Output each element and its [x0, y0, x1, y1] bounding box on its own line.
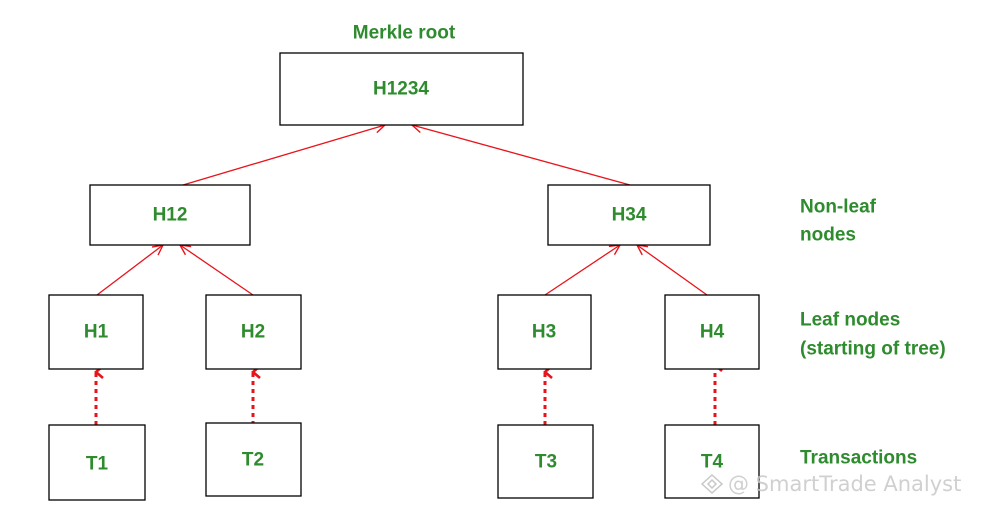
node-h2-label: H2: [241, 322, 265, 343]
node-h12: H12: [89, 184, 251, 246]
node-h3-label: H3: [532, 322, 556, 343]
node-t1-label: T1: [86, 454, 109, 475]
edge-h12-to-root: [182, 125, 385, 186]
node-root: H1234: [279, 52, 524, 126]
node-h4-label: H4: [700, 322, 725, 343]
node-t3-label: T3: [535, 452, 557, 473]
node-h34-label: H34: [612, 205, 647, 226]
node-t1: T1: [48, 424, 146, 501]
node-t4: T4: [664, 424, 760, 499]
edge-h2-to-h12: [180, 245, 254, 296]
node-t2-label: T2: [242, 450, 264, 471]
watermark-text: @ SmartTrade Analyst: [728, 472, 961, 496]
transaction-edges: [94, 358, 723, 425]
node-h1: H1: [48, 294, 144, 370]
node-t3: T3: [497, 424, 594, 499]
share-icon: [700, 473, 724, 495]
node-h12-label: H12: [153, 205, 188, 226]
node-h1-label: H1: [84, 322, 109, 343]
edge-h34-to-root: [412, 125, 631, 186]
node-t2: T2: [205, 422, 302, 497]
node-h34: H34: [547, 184, 711, 246]
hash-edges: [96, 125, 708, 296]
node-h2: H2: [205, 294, 302, 370]
edge-h4-to-h34: [637, 245, 708, 296]
edge-h1-to-h12: [96, 245, 163, 296]
node-t4-label: T4: [701, 452, 724, 473]
legend-non-leaf-line2: nodes: [800, 225, 856, 246]
legend-transactions: Transactions: [800, 448, 917, 469]
node-h3: H3: [497, 294, 592, 370]
legend: Non-leaf nodes Leaf nodes (starting of t…: [800, 197, 946, 469]
legend-non-leaf-line1: Non-leaf: [800, 197, 877, 218]
node-h4: H4: [664, 294, 760, 370]
legend-leaf-line2: (starting of tree): [800, 339, 946, 360]
node-root-label: H1234: [373, 79, 429, 100]
watermark: @ SmartTrade Analyst: [700, 472, 961, 496]
legend-leaf-line1: Leaf nodes: [800, 310, 900, 331]
merkle-root-caption: Merkle root: [353, 23, 456, 44]
edge-h3-to-h34: [544, 245, 620, 296]
